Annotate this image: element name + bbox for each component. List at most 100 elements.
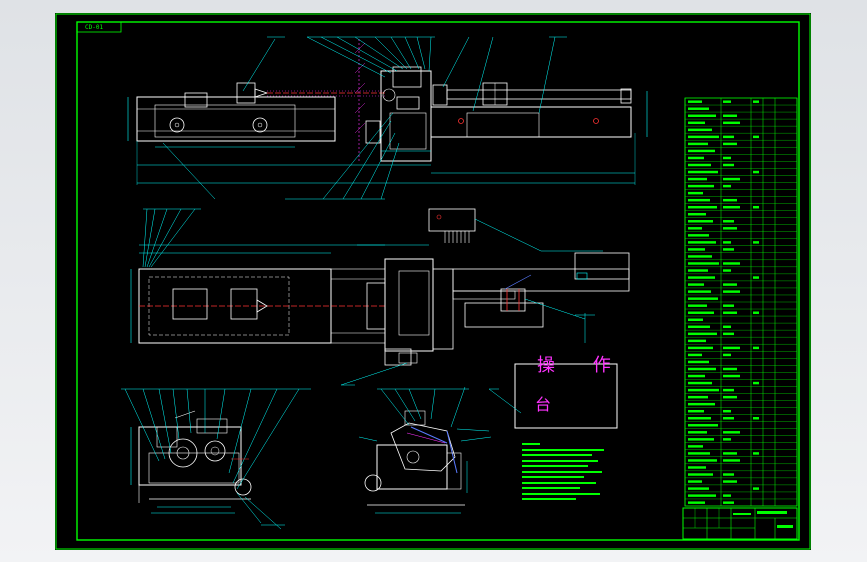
parts-row-text (688, 311, 714, 314)
leader-line (242, 38, 276, 92)
parts-row-text (688, 198, 710, 202)
parts-row-text (723, 121, 740, 125)
parts-row-text (723, 156, 731, 160)
parts-row-text (688, 262, 719, 265)
guide-rail (446, 89, 632, 100)
parts-row-text (723, 227, 737, 230)
parts-row-text (688, 121, 705, 125)
parts-row-text (723, 248, 734, 251)
parts-row-text (688, 395, 708, 399)
parts-row-text (723, 395, 737, 399)
parts-row-text (723, 473, 734, 476)
parts-row-text (688, 135, 719, 139)
parts-row-text (723, 325, 731, 329)
parts-row-text (723, 374, 740, 378)
parts-row-text (723, 269, 731, 272)
parts-row-text (753, 346, 759, 350)
parts-row-text (723, 114, 737, 117)
parts-row-text (723, 283, 737, 286)
parts-row-text (688, 332, 717, 336)
parts-row-text (723, 409, 731, 413)
parts-row-text (688, 360, 709, 364)
parts-row-text (688, 213, 706, 216)
parts-row-text (688, 480, 702, 483)
bed-inner (154, 104, 296, 138)
parts-row-text (688, 494, 716, 497)
parts-row-text (688, 339, 706, 343)
front-elevation-view (127, 36, 648, 200)
parts-row-text (723, 480, 737, 483)
parts-row-text (688, 409, 704, 413)
parts-row-text (723, 459, 740, 462)
parts-row-text (723, 184, 731, 188)
parts-row-text (723, 142, 737, 146)
plan-rail (452, 268, 630, 292)
circle-icon (168, 438, 198, 468)
plan-view (130, 208, 630, 386)
parts-row-text (688, 100, 702, 103)
console-label-bottom: 台 (535, 395, 552, 414)
bed-base (136, 96, 336, 142)
parts-row-text (688, 128, 712, 132)
parts-row-text (753, 381, 759, 385)
parts-row-text (723, 311, 737, 314)
outer-border (55, 13, 811, 550)
plan-motor (172, 288, 208, 320)
inner-border (76, 21, 800, 541)
parts-row-text (688, 177, 707, 181)
parts-row-text (753, 311, 759, 314)
parts-list-table (684, 97, 798, 507)
parts-row-text (688, 353, 702, 357)
parts-row-text (723, 177, 740, 181)
parts-row-text (688, 220, 713, 223)
parts-row-text (688, 227, 702, 230)
stamp-box (76, 21, 122, 33)
parts-row-text (688, 241, 716, 244)
parts-row-text (688, 142, 708, 146)
parts-row-text (723, 501, 734, 504)
parts-row-text (688, 417, 711, 420)
triangle-icon (254, 88, 269, 98)
parts-row-text (723, 290, 740, 293)
parts-row-text (688, 318, 703, 321)
circle-icon (252, 117, 268, 133)
parts-row-text (723, 262, 740, 265)
parts-row-text (688, 325, 710, 329)
parts-row-text (723, 346, 740, 350)
parts-row-text (688, 367, 716, 371)
parts-row-text (723, 367, 737, 371)
parts-row-text (688, 297, 718, 300)
leader-line (488, 388, 522, 414)
drawing-canvas (55, 13, 811, 550)
technical-notes (522, 443, 604, 500)
parts-row-text (688, 487, 709, 490)
parts-row-text (688, 459, 717, 462)
parts-row-text (688, 107, 709, 110)
parts-row-text (688, 438, 714, 441)
parts-row-text (723, 135, 734, 139)
parts-row-text (723, 388, 734, 392)
parts-row-text (753, 417, 759, 420)
parts-row-text (688, 431, 707, 434)
parts-row-text (723, 205, 740, 209)
triangle-icon (256, 299, 268, 313)
parts-row-text (688, 248, 705, 251)
parts-row-text (723, 431, 740, 434)
console-label-top: 操 作 (537, 355, 627, 376)
title-block (682, 507, 798, 540)
parts-row-text (723, 241, 731, 244)
parts-row-text (688, 234, 709, 237)
parts-row-text (688, 290, 711, 293)
operating-console (514, 363, 618, 429)
right-bed (430, 106, 632, 138)
parts-row-text (688, 374, 705, 378)
drawing-stamp-label: CD-01 (85, 24, 104, 31)
parts-row-text (723, 452, 737, 455)
parts-row-text (688, 269, 708, 272)
parts-row-text (723, 163, 734, 167)
parts-row-text (688, 424, 718, 427)
parts-row-text (688, 388, 719, 392)
parts-row-text (688, 304, 707, 307)
parts-row-text (723, 100, 731, 103)
